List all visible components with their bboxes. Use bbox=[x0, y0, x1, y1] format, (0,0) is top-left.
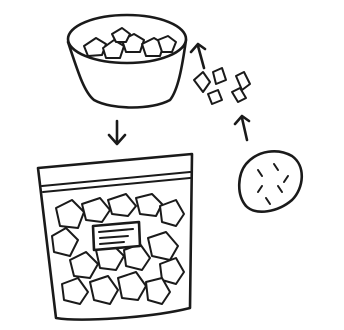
bowl-of-pieces bbox=[68, 15, 186, 108]
freezer-bag bbox=[38, 154, 192, 320]
broken-pieces bbox=[194, 68, 250, 104]
piece bbox=[208, 90, 222, 104]
piece bbox=[232, 88, 246, 102]
piece bbox=[236, 72, 250, 90]
arrow-up-small-icon bbox=[235, 116, 249, 140]
arrow-up-icon bbox=[191, 44, 205, 68]
piece bbox=[194, 72, 210, 92]
arrow-down-icon bbox=[109, 121, 125, 144]
piece bbox=[213, 68, 226, 84]
whole-block bbox=[239, 151, 302, 211]
block-outline bbox=[239, 151, 302, 211]
bag-label bbox=[93, 222, 140, 250]
